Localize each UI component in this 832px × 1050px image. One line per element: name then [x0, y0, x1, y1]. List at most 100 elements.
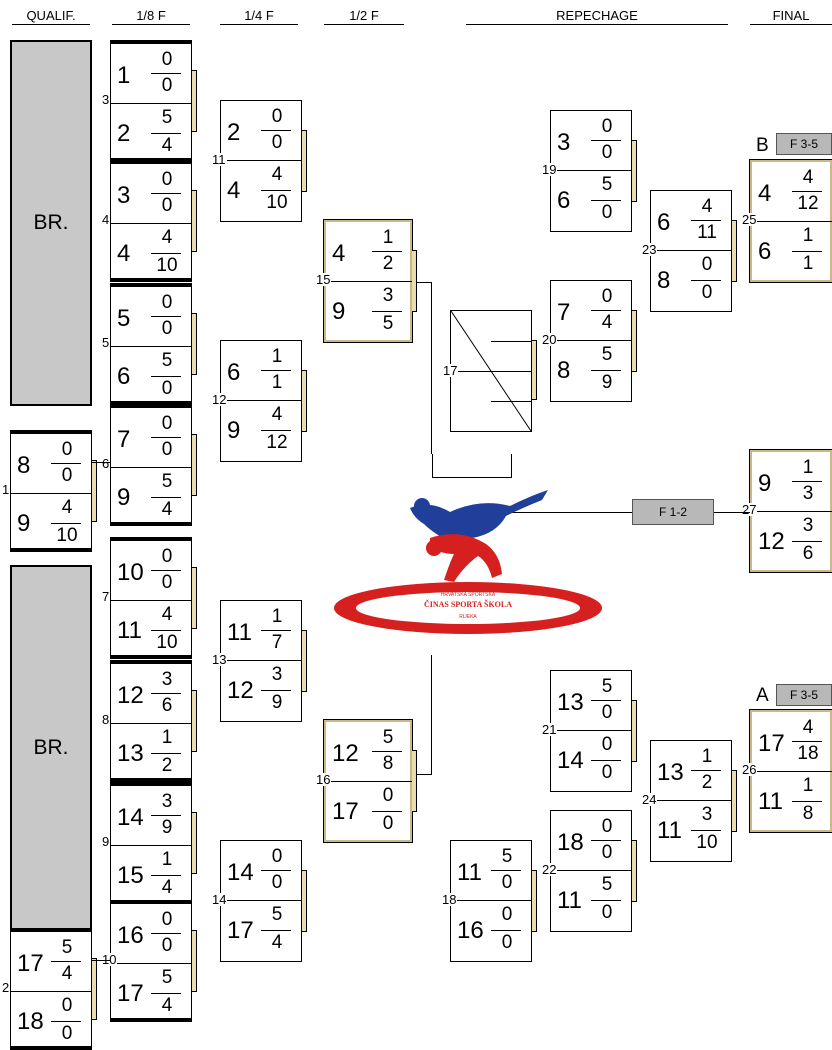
bout-number: 18	[442, 892, 458, 907]
athlete-b: 11	[117, 617, 142, 644]
score-a1: 5	[61, 937, 73, 958]
score-divider	[792, 741, 822, 742]
athlete-b: 9	[227, 417, 241, 444]
score-divider	[151, 815, 181, 816]
score-b2: 8	[802, 803, 814, 824]
bout-number: 26	[742, 762, 758, 777]
club-logo: HRVATSKA SPORTSKA ČINAS SPORTA ŠKOLA RIJ…	[330, 468, 606, 638]
score-divider	[261, 130, 291, 131]
athlete-a: 7	[117, 426, 131, 453]
score-divider	[151, 133, 181, 134]
score-b2: 2	[161, 755, 173, 776]
score-a2: 9	[161, 817, 173, 838]
score-divider	[51, 523, 81, 524]
athlete-a: 7	[557, 299, 571, 326]
score-divider	[691, 220, 721, 221]
athlete-b: 6	[557, 187, 571, 214]
athlete-a: 13	[657, 759, 684, 786]
score-b1: 0	[61, 995, 73, 1016]
score-b2: 0	[61, 1023, 73, 1044]
middle-line	[11, 493, 91, 494]
connector	[416, 282, 432, 454]
score-b2: 5	[382, 313, 394, 334]
bout-bar	[632, 840, 637, 902]
middle-line	[551, 170, 631, 171]
header-qualif: QUALIF.	[12, 8, 90, 25]
middle-line	[111, 963, 191, 964]
score-a1: 1	[271, 606, 283, 627]
score-a1: 3	[161, 669, 173, 690]
athlete-b: 8	[557, 357, 571, 384]
bout-bar	[92, 460, 97, 522]
score-a2: 8	[382, 753, 394, 774]
score-a2: 2	[701, 772, 713, 793]
middle-line	[221, 400, 301, 401]
bout-number: 15	[316, 272, 332, 287]
bout-bar	[92, 958, 97, 1020]
score-b2: 12	[266, 432, 288, 453]
bout-bar	[632, 140, 637, 202]
score-divider	[261, 370, 291, 371]
score-b2: 10	[696, 832, 718, 853]
bout-bar	[632, 700, 637, 762]
bout-number: 13	[212, 652, 228, 667]
middle-line	[221, 900, 301, 901]
score-b2: 0	[601, 902, 613, 923]
bout-number: 8	[102, 712, 111, 727]
score-divider	[591, 200, 621, 201]
middle-line	[326, 281, 412, 282]
score-line	[491, 341, 531, 342]
score-a2: 0	[601, 142, 613, 163]
middle-line	[551, 340, 631, 341]
score-divider	[151, 875, 181, 876]
athlete-b: 18	[17, 1008, 44, 1035]
score-a1: 5	[382, 727, 394, 748]
athlete-b: 8	[657, 267, 671, 294]
middle-line	[451, 371, 531, 372]
score-b2: 10	[156, 255, 178, 276]
score-a2: 11	[697, 222, 717, 243]
score-b2: 4	[161, 135, 173, 156]
header-quarter-finals: 1/4 F	[220, 8, 298, 25]
score-a1: 1	[382, 227, 394, 248]
score-b1: 1	[802, 225, 814, 246]
middle-line	[111, 103, 191, 104]
connector	[92, 960, 110, 961]
score-a2: 0	[161, 318, 173, 339]
middle-line	[551, 730, 631, 731]
score-divider	[151, 570, 181, 571]
bout-bar	[192, 70, 197, 132]
score-divider	[491, 870, 521, 871]
score-a1: 4	[802, 717, 814, 738]
middle-line	[111, 723, 191, 724]
bout-number: 16	[316, 772, 332, 787]
score-divider	[691, 770, 721, 771]
score-a2: 0	[501, 872, 513, 893]
score-a2: 0	[601, 842, 613, 863]
bout-number: 25	[742, 212, 758, 227]
final-group-letter: B	[756, 135, 769, 156]
bout-number: 4	[102, 212, 111, 227]
score-b1: 3	[382, 285, 394, 306]
score-divider	[51, 1021, 81, 1022]
score-a1: 0	[161, 49, 173, 70]
bout-bar	[412, 750, 417, 812]
wrestlers-logo-graphic	[334, 490, 602, 634]
middle-line	[111, 600, 191, 601]
score-a2: 0	[161, 195, 173, 216]
score-a1: 1	[701, 746, 713, 767]
athlete-a: 11	[457, 859, 482, 886]
score-b2: 6	[802, 543, 814, 564]
bout-number: 10	[102, 952, 118, 967]
bout-number: 5	[102, 335, 111, 350]
athlete-b: 6	[117, 363, 131, 390]
athlete-b: 11	[557, 887, 582, 914]
score-divider	[261, 690, 291, 691]
score-divider	[151, 630, 181, 631]
athlete-b: 6	[758, 238, 772, 265]
